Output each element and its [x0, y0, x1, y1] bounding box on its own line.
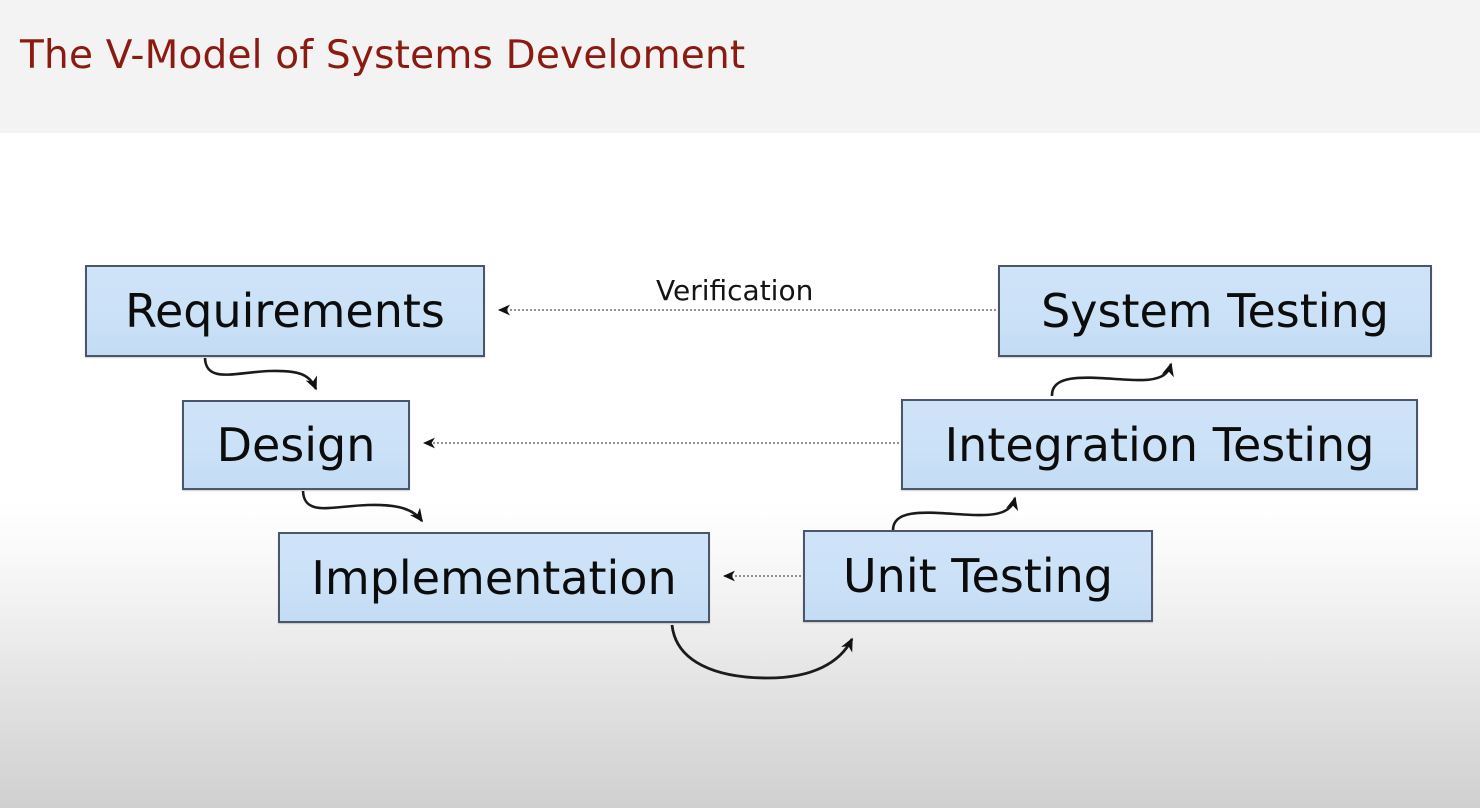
node-design-label: Design: [216, 418, 376, 472]
node-design[interactable]: Design: [182, 400, 410, 490]
node-implementation-label: Implementation: [311, 550, 677, 605]
node-implementation[interactable]: Implementation: [278, 532, 710, 623]
edge-design-to-implementation: [301, 490, 424, 523]
node-integration-testing[interactable]: Integration Testing: [901, 399, 1418, 490]
edge-integration-testing-to-system-testing: [1050, 362, 1174, 397]
node-integration-testing-label: Integration Testing: [944, 417, 1375, 472]
node-unit-testing[interactable]: Unit Testing: [803, 530, 1153, 622]
page-title: The V-Model of Systems Develoment: [20, 33, 746, 78]
node-unit-testing-label: Unit Testing: [843, 549, 1113, 603]
slide-header-band: [0, 0, 1480, 133]
edge-implementation-to-unit-testing: [670, 624, 854, 680]
node-system-testing[interactable]: System Testing: [998, 265, 1432, 357]
node-requirements-label: Requirements: [125, 284, 445, 338]
node-requirements[interactable]: Requirements: [85, 265, 485, 357]
edge-requirements-to-design: [203, 357, 318, 391]
edge-label-verification: Verification: [656, 274, 814, 307]
edge-unit-testing-to-integration-testing: [891, 496, 1019, 532]
node-system-testing-label: System Testing: [1041, 284, 1389, 338]
